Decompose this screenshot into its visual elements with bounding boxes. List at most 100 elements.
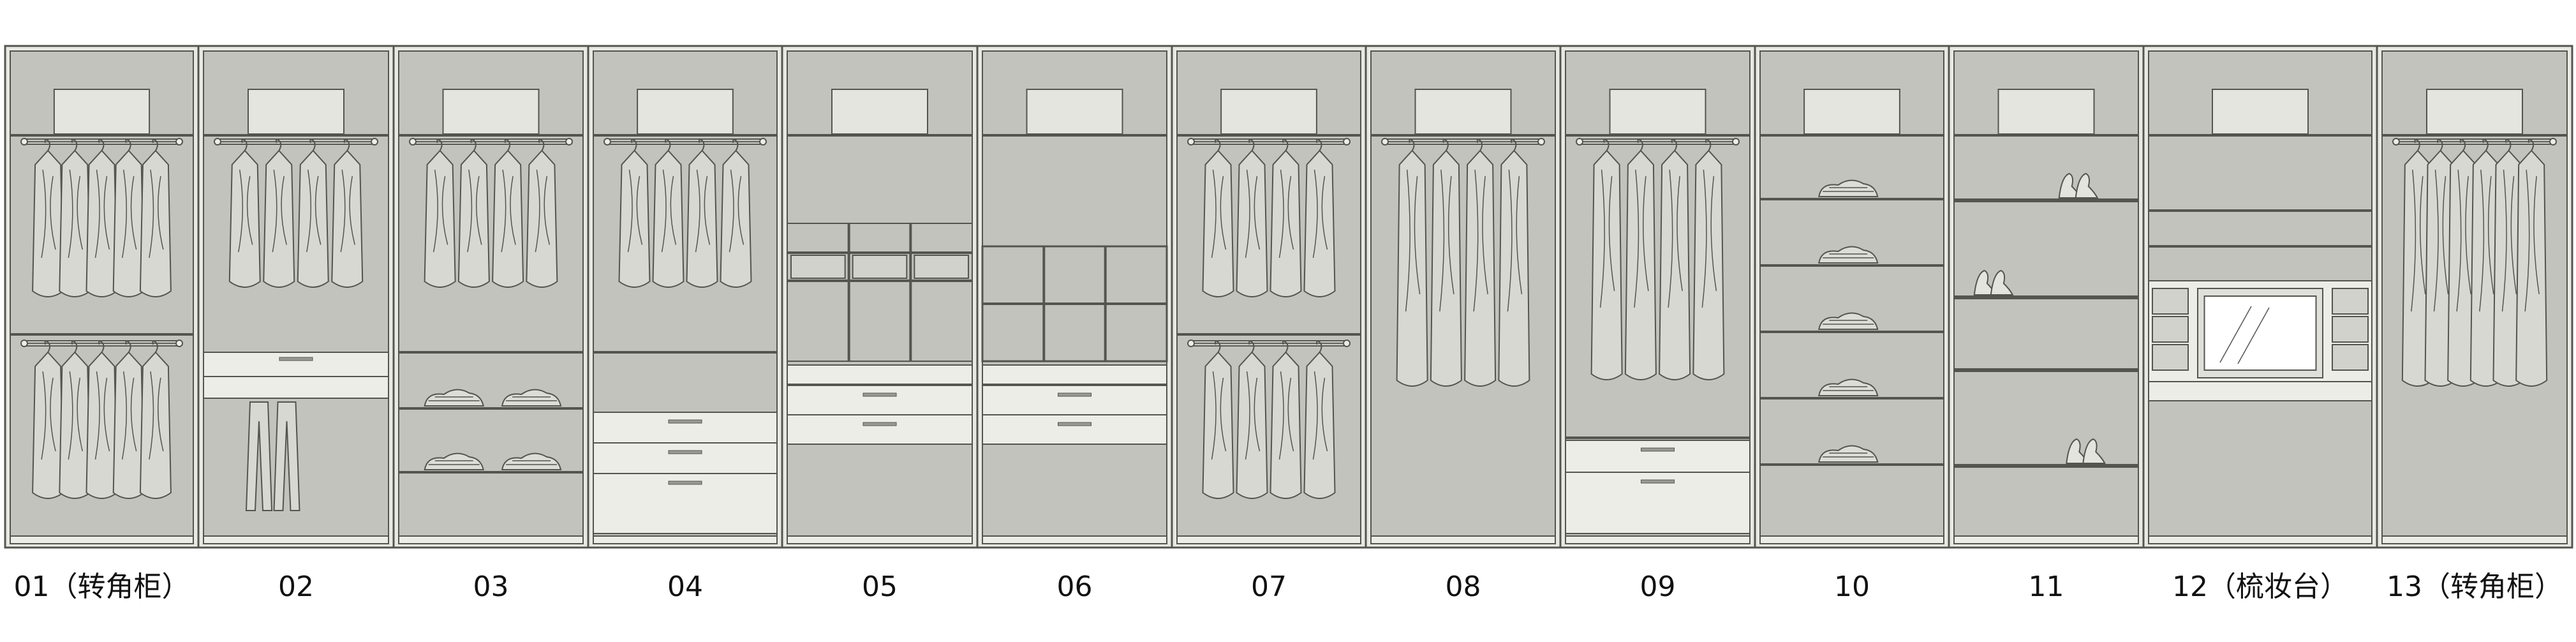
cabinet-unit xyxy=(1559,45,1756,549)
unit-label: 08 xyxy=(1446,571,1481,603)
plinth xyxy=(593,535,778,544)
drawer xyxy=(982,385,1167,415)
hanger-hook xyxy=(275,138,282,151)
garment-fold xyxy=(41,169,56,258)
garment-body xyxy=(1692,149,1725,380)
garment-fold xyxy=(695,169,711,253)
hanging-garment xyxy=(1303,138,1336,297)
garment-fold xyxy=(340,169,355,253)
hanging-garment xyxy=(492,138,524,288)
garment-fold xyxy=(2524,169,2540,312)
folded-clothes xyxy=(1818,179,1879,197)
folded-clothes xyxy=(1818,445,1879,463)
rail-bracket xyxy=(1537,138,1545,146)
unit-label: 04 xyxy=(667,571,703,603)
hanging-garment xyxy=(1236,340,1268,499)
garment-body xyxy=(686,149,718,288)
hanger-hook xyxy=(538,138,545,151)
hanging-garment xyxy=(618,138,651,288)
garment-body xyxy=(112,351,145,499)
drawer-front xyxy=(787,385,973,415)
hanging-garment xyxy=(59,138,91,297)
hanger-hook xyxy=(98,340,105,353)
pair-of-shoes xyxy=(2058,172,2099,198)
vanity-unit xyxy=(2148,209,2372,401)
folded-clothes xyxy=(424,452,484,470)
garment-body xyxy=(1430,149,1462,387)
hanging-garment xyxy=(85,340,118,499)
garment-fold xyxy=(1278,169,1294,258)
hanging-rail xyxy=(2392,138,2557,146)
garment-fold xyxy=(2501,169,2517,312)
unit-label: 10 xyxy=(1834,571,1870,603)
unit-label: 06 xyxy=(1057,571,1093,603)
hanging-garment xyxy=(457,138,490,288)
hanging-garment xyxy=(32,138,64,297)
hanger-hook xyxy=(1215,138,1221,151)
folded-stack xyxy=(424,452,484,470)
hanging-garment xyxy=(1269,340,1302,499)
storage-box xyxy=(53,89,151,135)
rail-bracket xyxy=(1187,138,1195,146)
cabinet-unit xyxy=(2376,45,2573,549)
cabinet-units xyxy=(4,45,2573,549)
hanging-garment xyxy=(1659,138,1691,380)
plinth xyxy=(10,535,194,544)
mirror-glint xyxy=(2237,307,2270,364)
storage-box xyxy=(637,89,734,135)
garment-body xyxy=(652,149,685,288)
hanging-garment xyxy=(720,138,752,288)
garment-body xyxy=(1464,149,1497,387)
hanging-rail xyxy=(1187,138,1351,146)
cubby-bin xyxy=(914,255,970,279)
hanger-hook xyxy=(152,340,158,353)
hanging-garment xyxy=(526,138,558,288)
hanging-garment xyxy=(1303,340,1336,499)
folded-clothes xyxy=(501,389,562,407)
hanger-hook xyxy=(1409,138,1415,151)
rail-bracket xyxy=(175,340,183,347)
hanging-rail xyxy=(1187,340,1351,347)
drawer-handle xyxy=(668,450,702,454)
hanger-hook xyxy=(98,138,105,151)
hanging-garment xyxy=(652,138,685,288)
storage-box xyxy=(1609,89,1706,135)
storage-box xyxy=(248,89,344,135)
hanging-garment xyxy=(1269,138,1302,297)
garment-body xyxy=(85,351,118,499)
storage-box xyxy=(1026,89,1123,135)
shoe xyxy=(1990,269,2014,295)
unit-label: 02 xyxy=(278,571,314,603)
rail-bracket xyxy=(565,138,573,146)
vanity-top xyxy=(2148,381,2372,401)
drawer-front xyxy=(1565,440,1751,473)
cubby-bin xyxy=(852,255,908,279)
garment-fold xyxy=(272,169,287,253)
cabinet-unit xyxy=(2142,45,2378,549)
hanging-rail xyxy=(1381,138,1545,146)
garment-fold xyxy=(661,169,677,253)
garment-body xyxy=(1590,149,1623,380)
hanger-hook xyxy=(71,340,78,353)
hanging-garment xyxy=(1202,138,1234,297)
vanity-cubby xyxy=(2332,316,2369,343)
garment-body xyxy=(139,351,172,499)
cross-grid xyxy=(981,245,1168,362)
drawer xyxy=(982,414,1167,445)
folded-stack xyxy=(1818,246,1879,264)
hanger-hook xyxy=(44,138,51,151)
storage-box xyxy=(2426,89,2523,135)
garment-fold xyxy=(535,169,551,253)
garment-fold xyxy=(41,371,56,460)
drawer-handle xyxy=(1058,392,1092,397)
garment-fold xyxy=(1701,169,1717,308)
hanger-hook xyxy=(665,138,671,151)
drawer-front xyxy=(593,412,778,444)
hanger-hook xyxy=(504,138,511,151)
garment-body xyxy=(1303,149,1336,297)
hanger-hook xyxy=(1442,138,1449,151)
garment-body xyxy=(457,149,490,288)
garment-fold xyxy=(2456,169,2471,312)
drawer xyxy=(593,412,778,444)
garment-fold xyxy=(627,169,643,253)
